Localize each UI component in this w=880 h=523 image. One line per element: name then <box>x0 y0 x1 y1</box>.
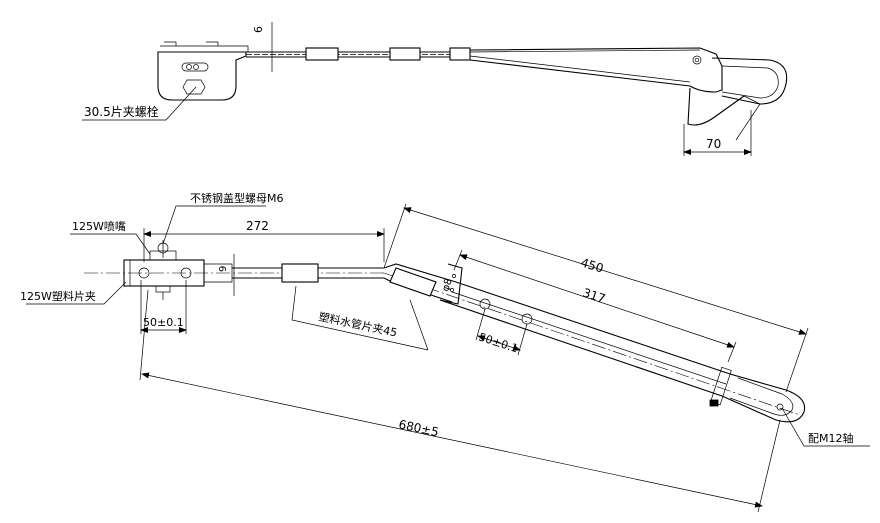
dim-50-right-label: 50±0.1 <box>477 330 520 355</box>
dim-50-left-label: 50±0.1 <box>143 316 184 329</box>
dim-317-label: 317 <box>581 286 607 306</box>
dim-680-label: 680±5 <box>397 417 440 439</box>
dim-450-label: 450 <box>579 255 605 275</box>
hose-clip-note-label: 塑料水管片夹45 <box>317 309 398 339</box>
dim-70-label: 70 <box>706 137 721 151</box>
dim-9-label: 9 <box>218 266 229 272</box>
dim-98-label: φ8 <box>440 277 454 293</box>
dim-272-label: 272 <box>246 219 269 233</box>
bolt-note-label: 30.5片夹螺栓 <box>84 104 159 119</box>
nozzle-note-label: 125W喷嘴 <box>72 220 126 233</box>
clip-note-label: 125W塑料片夹 <box>20 289 96 303</box>
plan-view-arm <box>26 203 870 513</box>
dim-6-label: 6 <box>252 26 265 33</box>
side-view-arm <box>82 22 788 156</box>
nut-note-label: 不锈钢盖型螺母M6 <box>190 191 284 205</box>
shaft-note-label: 配M12轴 <box>808 431 854 445</box>
